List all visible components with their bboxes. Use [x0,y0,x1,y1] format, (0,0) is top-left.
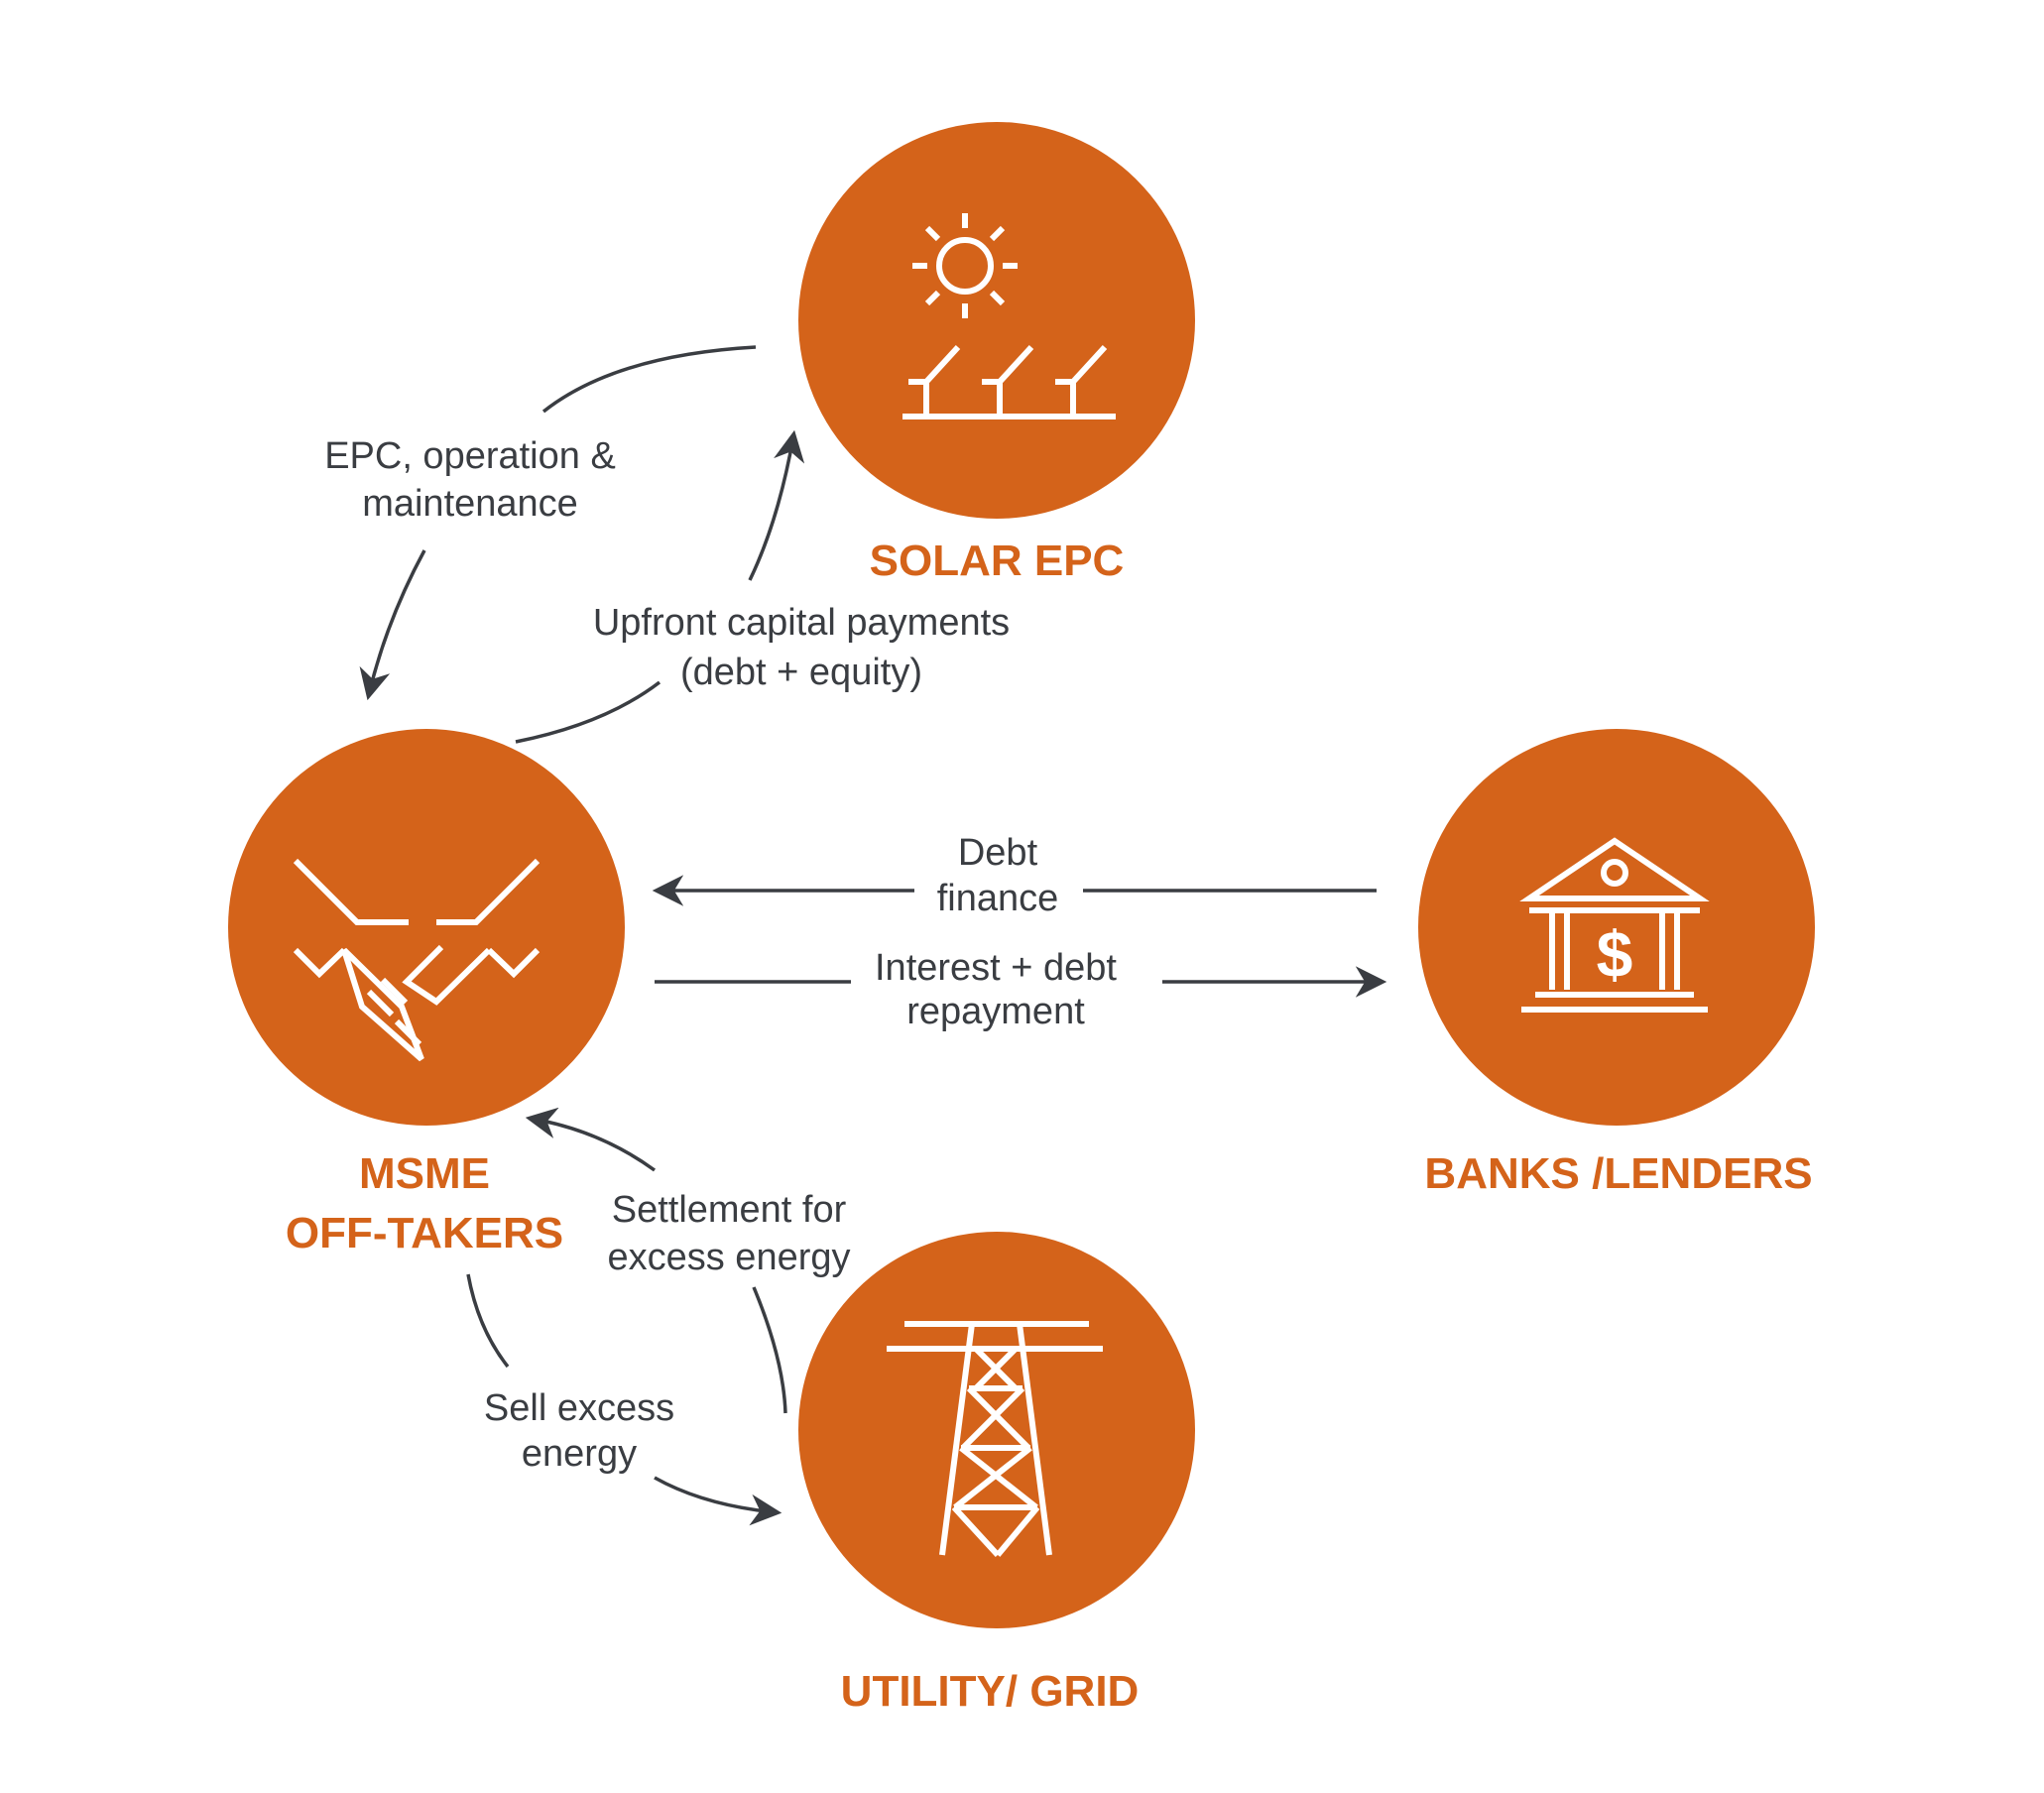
solar-epc-circle [798,122,1195,519]
msme-node: MSME OFF-TAKERS [228,729,625,1257]
flow-interest: Interest + debt repayment [655,947,1387,1032]
flow-epc-om-line1: EPC, operation & [324,435,616,477]
flow-upfront: Upfront capital payments (debt + equity) [515,429,1010,744]
flow-settlement: Settlement for excess energy [525,1107,851,1414]
flow-upfront-arrow-bottom [515,680,661,744]
flow-sell-excess-arrow-bottom [654,1476,782,1526]
flow-interest-line1: Interest + debt [875,947,1117,989]
flow-debt-finance-line1: Debt [958,832,1038,874]
handshake-icon [293,858,541,1062]
flow-sell-excess: Sell excess energy [466,1273,782,1526]
solar-epc-label: SOLAR EPC [870,537,1125,585]
msme-label-line2: OFF-TAKERS [286,1209,563,1257]
transmission-tower-icon [887,1321,1103,1558]
flow-upfront-line2: (debt + equity) [680,652,922,693]
banks-label: BANKS /LENDERS [1424,1149,1812,1198]
flow-interest-line2: repayment [906,991,1085,1032]
flow-epc-om-arrow-bottom [359,549,426,701]
flow-settlement-line2: excess energy [607,1237,850,1278]
flow-settlement-arrow-top [525,1107,657,1172]
flow-upfront-arrow-top [748,429,805,581]
msme-label-line1: MSME [359,1149,490,1198]
utility-label: UTILITY/ GRID [841,1667,1140,1716]
flow-settlement-arrow-bottom [752,1286,787,1414]
solar-epc-node: SOLAR EPC [798,122,1195,585]
solar-panel-icon [902,213,1116,419]
flow-settlement-line1: Settlement for [612,1189,847,1231]
flow-debt-finance-line2: finance [937,878,1059,919]
flow-debt-finance: Debt finance [652,832,1377,919]
banks-circle [1418,729,1815,1126]
msme-circle [228,729,625,1126]
flow-sell-excess-line1: Sell excess [484,1387,674,1429]
flow-epc-om-arrow-top [541,345,757,414]
utility-node: UTILITY/ GRID [798,1232,1195,1716]
flow-sell-excess-line2: energy [522,1433,637,1475]
flow-epc-om-line2: maintenance [362,483,578,525]
flow-sell-excess-arrow-top [466,1273,510,1369]
banks-node: $ BANKS /LENDERS [1418,729,1815,1198]
flow-upfront-line1: Upfront capital payments [593,602,1010,644]
dollar-sign-icon: $ [1597,917,1633,991]
flow-epc-om: EPC, operation & maintenance [324,345,757,701]
utility-circle [798,1232,1195,1628]
bank-icon: $ [1519,837,1710,1013]
